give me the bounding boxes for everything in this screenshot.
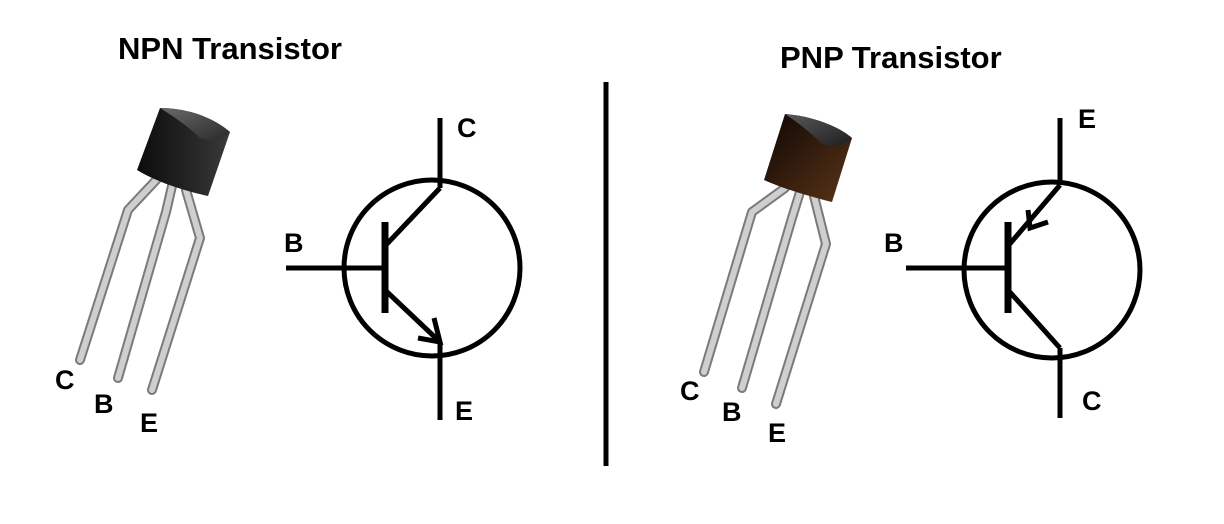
- pnp-symbol-label-e: E: [1078, 104, 1096, 134]
- npn-section: NPN Transistor C B E: [55, 31, 523, 438]
- pnp-collector-diagonal: [1006, 288, 1062, 350]
- npn-emitter-arrow: [417, 317, 444, 346]
- npn-symbol-label-c: C: [457, 113, 477, 143]
- pnp-leads: [699, 183, 831, 409]
- pnp-package-label-b: B: [722, 397, 742, 427]
- npn-symbol-label-e: E: [455, 396, 473, 426]
- npn-package-label-e: E: [140, 408, 158, 438]
- pnp-body-top: [785, 114, 852, 146]
- pnp-package-label-c: C: [680, 376, 700, 406]
- npn-body-top: [160, 108, 230, 140]
- pnp-package: C B E: [680, 114, 852, 448]
- npn-leads: [75, 173, 205, 395]
- npn-emitter-diagonal: [383, 288, 442, 344]
- pnp-symbol: [906, 118, 1143, 418]
- pnp-symbol-label-c: C: [1082, 386, 1102, 416]
- npn-package: C B E: [55, 108, 230, 438]
- pnp-emitter-diagonal: [1006, 183, 1062, 248]
- npn-package-label-c: C: [55, 365, 75, 395]
- pnp-package-label-e: E: [768, 418, 786, 448]
- npn-symbol-label-b: B: [284, 228, 304, 258]
- pnp-emitter-arrow: [1025, 209, 1049, 232]
- npn-package-label-b: B: [94, 389, 114, 419]
- pnp-symbol-label-b: B: [884, 228, 904, 258]
- npn-title: NPN Transistor: [118, 31, 342, 66]
- pnp-title: PNP Transistor: [780, 40, 1002, 75]
- pnp-section: PNP Transistor C B E: [680, 40, 1143, 448]
- npn-collector-diagonal: [383, 186, 442, 248]
- npn-symbol: [286, 118, 523, 420]
